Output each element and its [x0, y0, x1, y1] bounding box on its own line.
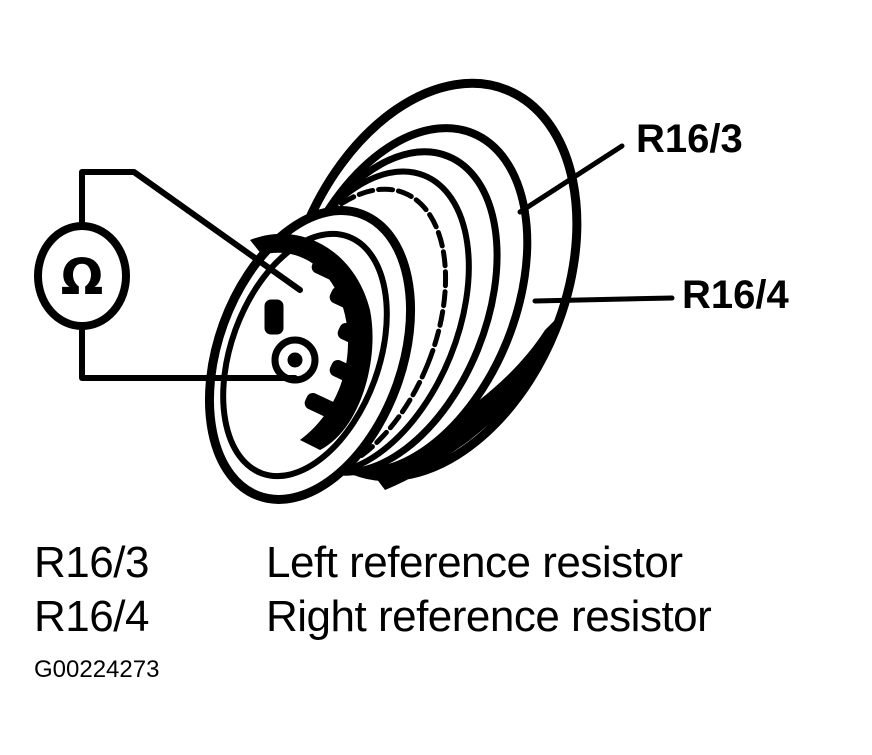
ohm-symbol: Ω [61, 248, 104, 306]
pin [329, 287, 365, 313]
r16-3-leader [517, 143, 625, 215]
pin [337, 323, 373, 349]
pin [304, 393, 340, 419]
r16-4-leader [532, 295, 675, 304]
legend-row-r16-3: R16/3 Left reference resistor [34, 538, 854, 592]
callout-leaders [517, 143, 675, 304]
legend-code: R16/4 [34, 592, 149, 641]
upper-test-lead [79, 169, 303, 293]
pin [311, 257, 347, 283]
legend-description: Left reference resistor [266, 538, 683, 587]
pin [264, 299, 284, 335]
legend-code: R16/3 [34, 538, 149, 587]
ohmmeter: Ω [34, 222, 130, 330]
r16-3-callout: R16/3 [636, 117, 743, 161]
legend-row-r16-4: R16/4 Right reference resistor [34, 592, 854, 646]
connector-housing [204, 78, 582, 504]
pin [329, 360, 365, 386]
figure-id: G00224273 [34, 656, 160, 683]
front-inner-wall [250, 233, 373, 450]
legend-description: Right reference resistor [266, 592, 712, 641]
test-leads [79, 169, 303, 381]
legend: R16/3 Left reference resistor R16/4 Righ… [34, 538, 854, 646]
front-inner-rim [220, 230, 390, 480]
lower-test-lead [79, 323, 298, 381]
ohmmeter-icon [34, 222, 130, 330]
center-terminal-core [287, 352, 303, 368]
r16-4-callout: R16/4 [682, 273, 789, 317]
